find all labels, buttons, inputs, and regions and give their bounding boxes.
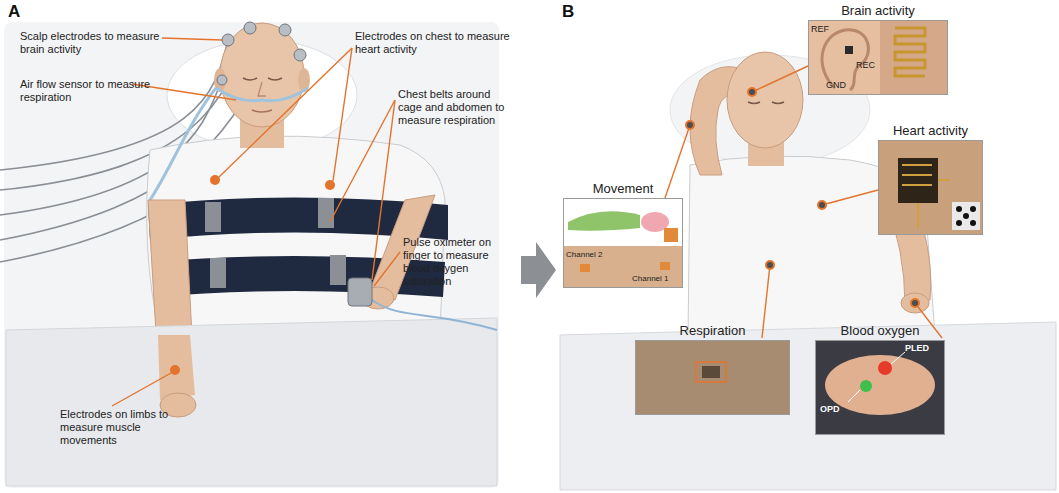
forearm-muscle bbox=[568, 211, 640, 230]
pattern-closeup bbox=[952, 202, 980, 230]
bed-sheet bbox=[560, 322, 1056, 490]
nose bbox=[258, 82, 266, 96]
inset-heading: Respiration bbox=[680, 323, 746, 341]
pin-label: GND bbox=[826, 80, 856, 91]
shirt-photo bbox=[635, 340, 790, 415]
inset-heading: Brain activity bbox=[841, 3, 915, 21]
pin-label: PLED bbox=[905, 343, 941, 354]
channel-sensor bbox=[660, 262, 670, 270]
inset-heading: Movement bbox=[593, 181, 654, 199]
closed-eyes bbox=[748, 102, 784, 104]
hand bbox=[901, 293, 929, 313]
oximeter-cable bbox=[372, 300, 497, 330]
chest-electrode bbox=[325, 180, 335, 190]
channel-sensor bbox=[580, 264, 590, 272]
airflow-tube bbox=[150, 88, 216, 200]
left-arm-lower bbox=[158, 335, 195, 400]
inset-panel: Heart activity bbox=[878, 140, 983, 235]
pin-label: REF bbox=[811, 24, 841, 35]
ear-photo bbox=[808, 20, 880, 95]
pin-label: REC bbox=[856, 60, 880, 71]
opd-detector bbox=[860, 380, 872, 392]
closed-eyes bbox=[243, 78, 282, 80]
belt-buckle bbox=[210, 258, 226, 288]
leader-lines bbox=[665, 66, 942, 338]
inset-heading: Blood oxygen bbox=[841, 323, 920, 341]
scalp-electrodes bbox=[217, 22, 306, 85]
ear-electrode bbox=[845, 46, 853, 54]
pattern-dots bbox=[956, 206, 976, 226]
channel-label: Channel 1 bbox=[632, 274, 682, 283]
callout-text: Electrodes on chest to measure heart act… bbox=[355, 30, 510, 56]
channel-label: Channel 2 bbox=[566, 250, 616, 259]
device-chip bbox=[664, 228, 678, 242]
belt-buckle bbox=[330, 255, 346, 285]
panel-letter: A bbox=[8, 2, 38, 22]
transition-arrow bbox=[521, 242, 556, 298]
finger-photo bbox=[815, 340, 945, 435]
leader-lines bbox=[112, 38, 400, 406]
respiration-sensor bbox=[702, 366, 720, 378]
pulse-oximeter bbox=[348, 278, 372, 306]
bed-sheet bbox=[6, 318, 497, 486]
inset-leaders bbox=[848, 352, 905, 402]
belt-buckle bbox=[318, 198, 334, 228]
chest-photo bbox=[878, 140, 983, 235]
mouth bbox=[252, 110, 272, 112]
ear-outline bbox=[822, 30, 868, 90]
callout-text: Pulse oximeter on finger to measure bloo… bbox=[403, 236, 507, 288]
pin-label: OPD bbox=[820, 404, 850, 415]
callout-text: Scalp electrodes to measure brain activi… bbox=[20, 30, 162, 56]
head bbox=[727, 52, 803, 148]
panel-letter: B bbox=[562, 2, 592, 22]
circuit-traces bbox=[902, 165, 950, 228]
belt-buckle bbox=[205, 202, 221, 232]
limb-electrode bbox=[170, 365, 180, 375]
electrode-closeup bbox=[880, 20, 948, 95]
callout-text: Air flow sensor to measure respiration bbox=[20, 78, 160, 104]
inset-heading: Heart activity bbox=[893, 123, 968, 141]
serpentine-electrode bbox=[895, 28, 925, 76]
inset-panel: Blood oxygen bbox=[815, 340, 945, 435]
pled-light bbox=[878, 361, 892, 375]
callout-text: Chest belts around cage and abdomen to m… bbox=[398, 88, 516, 127]
chest-electrode bbox=[210, 175, 220, 185]
movement-photo bbox=[563, 198, 683, 288]
callout-text: Electrodes on limbs to measure muscle mo… bbox=[60, 408, 195, 447]
sensor-outline bbox=[696, 362, 726, 382]
fingertip bbox=[825, 355, 935, 415]
arm-photo bbox=[563, 246, 683, 288]
inset-panel: Respiration bbox=[635, 340, 790, 415]
head bbox=[220, 23, 304, 127]
